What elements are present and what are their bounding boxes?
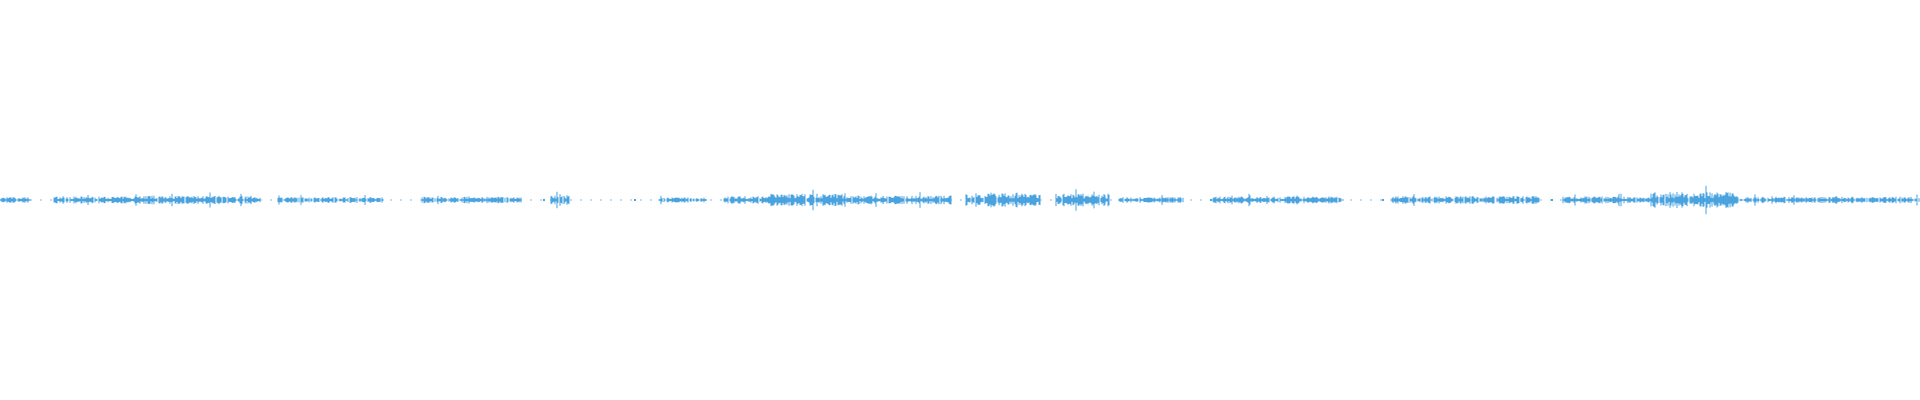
waveform-segment (1118, 195, 1184, 205)
waveform-segment (1650, 185, 1738, 215)
waveform-segment (965, 192, 1041, 208)
waveform-segment (658, 195, 707, 205)
waveform-segment (168, 192, 261, 208)
waveform-segment (550, 191, 570, 209)
waveform-blip (1382, 199, 1384, 201)
waveform-blip (543, 199, 545, 201)
waveform-segment (53, 194, 127, 206)
waveform-segment (1737, 194, 1920, 206)
waveform-blip (58, 199, 60, 201)
waveform-blip (1551, 199, 1553, 201)
waveform-segment (1391, 194, 1540, 206)
waveform-segment (767, 189, 845, 211)
waveform-blip (634, 199, 636, 201)
waveform-segment (1212, 193, 1344, 207)
waveform-segment (0, 197, 31, 203)
waveform-segment (723, 196, 768, 204)
waveform-bars (0, 185, 1920, 215)
waveform-segment (421, 195, 522, 205)
waveform-segment (844, 192, 952, 208)
waveform-blip (1210, 199, 1212, 201)
waveform-segment (277, 195, 384, 205)
waveform-segment (1055, 189, 1110, 211)
waveform-segment (1562, 193, 1651, 207)
waveform-segment (126, 194, 169, 206)
